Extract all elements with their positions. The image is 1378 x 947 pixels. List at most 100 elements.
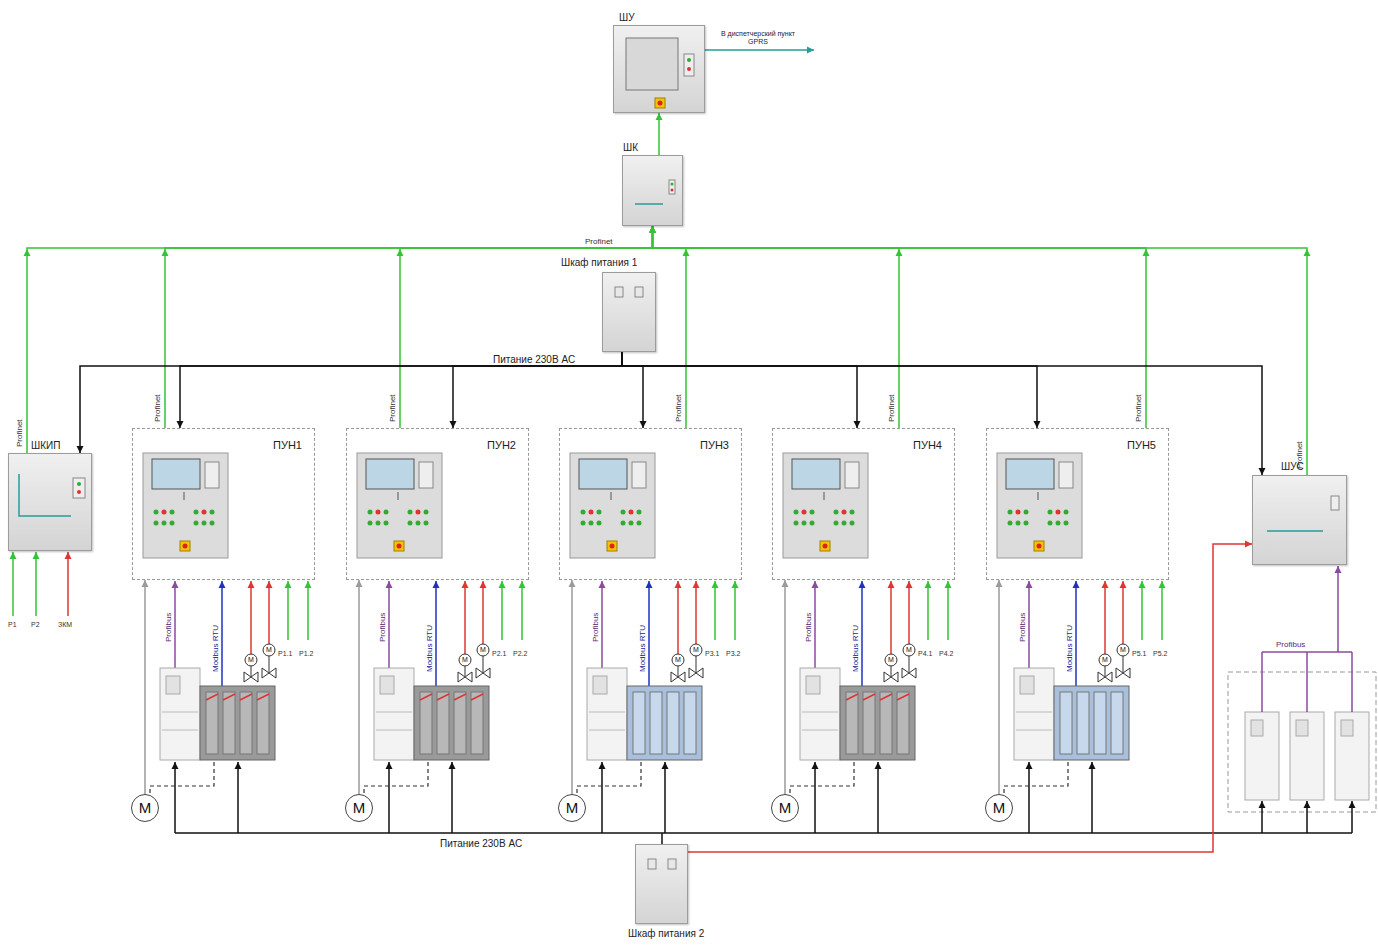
arrow-head [1304,249,1311,256]
valve-motor [263,644,275,656]
connector [622,352,647,428]
signal-label: Profibus [591,613,600,642]
wire-line [890,581,892,654]
connector-line [688,544,1252,852]
emergency-dot [183,544,188,549]
wire-line [376,712,412,713]
indicator-lamp [794,510,799,515]
indicator-lamp [384,510,389,515]
indicator-lamp [810,510,815,515]
connector-line [622,352,1262,475]
indicator-lamp [416,510,421,515]
arrow-head [996,580,1003,587]
arrow-head [875,762,882,769]
signal-label: P3.1 [705,650,719,658]
panel-screen [366,459,414,489]
wire-line [861,581,863,686]
indicator-lamp [1008,521,1013,526]
indicator-lamp [162,510,167,515]
bus-label: Profinet [15,419,24,447]
wire-line [909,656,910,672]
indicator-lamp [170,521,175,526]
motor-symbol: M [139,799,152,816]
indicator-lamp [1056,510,1061,515]
arrow-head [1259,468,1266,475]
connector [77,352,623,453]
panel-keys [1059,462,1073,488]
switchgear-cabinet [1245,712,1279,800]
valve-body [671,672,685,682]
cabinet-box: ШУ [613,25,705,113]
wire-line [814,762,816,833]
indicator-lamp [1048,510,1053,515]
wire-line [648,581,650,686]
connector-line [998,580,1000,794]
indicator-lamp [597,521,602,526]
motor-symbol: M [566,799,579,816]
wire-line [223,694,235,700]
cabinet-title: ПУН3 [700,439,729,452]
signal-label: Питание 230В AC [493,354,575,366]
arrow-head [462,581,469,588]
indicator-lamp [1008,510,1013,515]
cabinet-front [614,26,704,112]
valve-motor [885,654,897,666]
indicator-lamp [408,521,413,526]
wire-line [257,694,269,700]
wire-line [1161,581,1163,640]
connector-line [80,352,622,453]
drive-module [471,692,483,754]
arrow-head [1034,421,1041,428]
wire-line [376,730,412,731]
connector-line [784,580,786,794]
switchgear-cabinet [374,668,414,760]
arrow-head [859,581,866,588]
arrow-head [1120,581,1127,588]
drive-module [897,692,909,754]
arrow-head [807,47,814,54]
motor-circle: M [345,794,373,822]
drive-module [684,692,696,754]
signal-label: P1.2 [299,650,313,658]
cabinet-front [636,845,687,923]
indicator-lamp [194,521,199,526]
cabinet-title: ШУ [619,12,635,24]
switchgear-cabinet [1290,712,1324,800]
indicator-lamp [154,510,159,515]
arrow-head [683,249,690,256]
cabinet-front [603,273,655,351]
wire-line [1091,762,1093,833]
bus-label: Profinet [1295,441,1304,469]
valve-motor [903,644,915,656]
controller-group: ПУН5 [986,428,1169,580]
wire-line [846,694,858,700]
valve-body [262,668,276,678]
control-panel [570,453,655,558]
arrow-head [305,581,312,588]
wire-line [221,581,223,686]
signal-label: P4.2 [939,650,953,658]
indicator-lamp [154,521,159,526]
arrow-head [33,552,40,559]
arrow-head [235,762,242,769]
indicator-lamp [376,521,381,526]
motor-feedback-line [364,762,428,800]
cabinet-front [1253,476,1346,564]
drive-module [206,692,218,754]
signal-label: Modbus RTU [425,625,434,672]
signal-label: Profinet [585,237,613,246]
wire-line [611,492,612,500]
arrow-head [285,581,292,588]
indicator-lamp [802,510,807,515]
connector [162,226,657,428]
indicator-lamp [589,510,594,515]
valve-body [244,672,258,682]
indicator-lamp [842,510,847,515]
signal-label: P3.2 [726,650,740,658]
motor-feedback-line [577,762,641,800]
indicator-lamp [1024,521,1029,526]
wire-line [802,730,838,731]
indicator-lamp [621,521,626,526]
valve-body [689,668,703,678]
bus-label: Profinet [388,394,397,422]
